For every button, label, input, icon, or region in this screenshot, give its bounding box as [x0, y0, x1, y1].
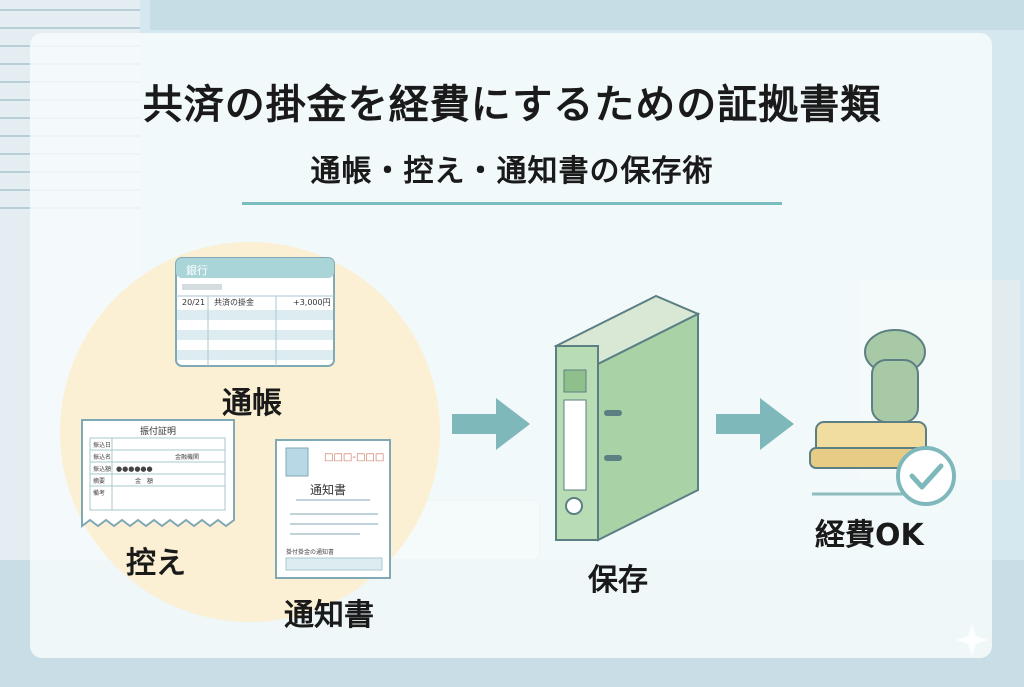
binder-icon — [553, 294, 701, 542]
page-subtitle: 通帳・控え・通知書の保存術 — [310, 154, 714, 189]
passbook-row-date: 20/21 — [182, 298, 205, 307]
receipt-label: 控え — [126, 546, 186, 581]
receipt-row5: 備考 — [93, 489, 105, 497]
passbook-row-amount: +3,000円 — [293, 298, 331, 307]
sparkle-icon — [956, 624, 988, 656]
result-label: 経費OK — [815, 518, 924, 553]
check-circle-icon — [896, 446, 956, 506]
notice-label: 通知書 — [284, 598, 374, 633]
arrow-right-icon — [452, 398, 530, 450]
passbook-illustration: 銀行 20/21 共済の掛金 +3,000円 — [175, 257, 335, 367]
receipt-row3: 振込額 — [93, 465, 111, 473]
receipt-row4: 摘要 — [93, 477, 105, 485]
receipt-row2-right: 金融機関 — [175, 453, 199, 461]
receipt-header: 振付証明 — [140, 425, 176, 437]
notice-illustration: □□□-□□□ 通知書 掛付掛金の通知書 — [275, 439, 391, 579]
storage-label: 保存 — [588, 563, 648, 598]
title-divider — [242, 202, 782, 205]
receipt-illustration: 振付証明 振込日 振込名 金融機関 振込額 ●●●●●● 摘要 金 額 備考 — [81, 419, 235, 528]
notice-stamp-text: □□□-□□□ — [324, 452, 384, 463]
passbook-label: 通帳 — [222, 386, 282, 421]
arrow-right-icon — [716, 398, 794, 450]
receipt-row2: 振込名 — [93, 453, 111, 461]
notice-header: 通知書 — [310, 483, 346, 497]
receipt-row1: 振込日 — [93, 441, 111, 449]
passbook-row-desc: 共済の掛金 — [214, 297, 254, 307]
receipt-row4-right: 金 額 — [135, 477, 153, 485]
passbook-header: 銀行 — [186, 263, 208, 277]
page-title: 共済の掛金を経費にするための証拠書類 — [142, 82, 882, 128]
receipt-row3-value: ●●●●●● — [116, 465, 153, 473]
notice-footer: 掛付掛金の通知書 — [286, 548, 334, 556]
